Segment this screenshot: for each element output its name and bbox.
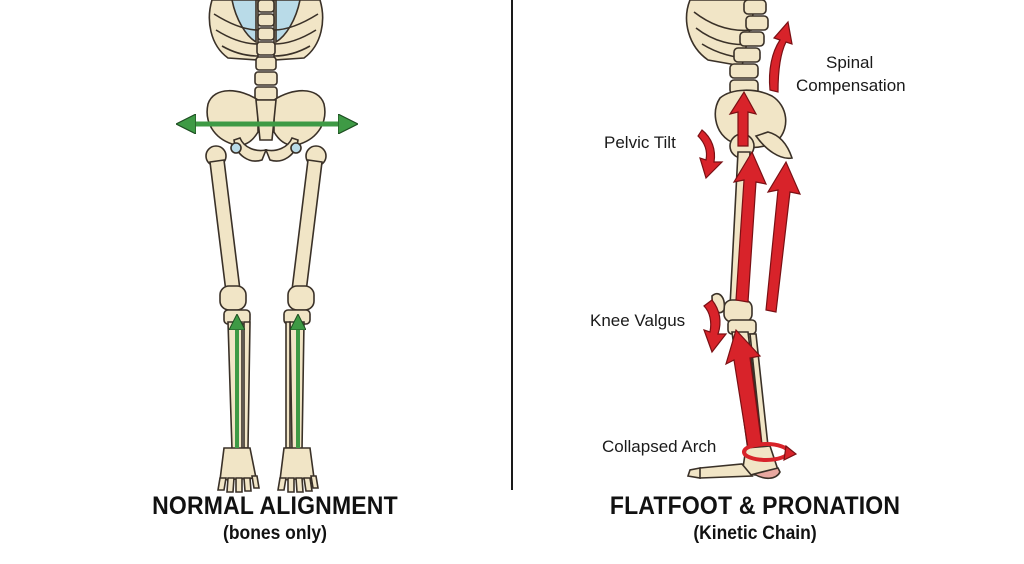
panel-divider [511, 0, 513, 490]
left-panel-subtitle: (bones only) [223, 523, 327, 544]
spine [729, 0, 769, 95]
flatfoot-caption: FLATFOOT & PRONATION (Kinetic Chain) [575, 492, 935, 545]
compensation-arrows [697, 20, 802, 462]
shins [227, 321, 305, 451]
pelvic-up-arrow [728, 90, 758, 147]
knee-valgus-arrow [703, 299, 728, 354]
femur-chain-arrow [732, 150, 768, 303]
spinal-label-line2: Compensation [796, 76, 906, 95]
rib-cage [208, 0, 324, 61]
knees [219, 285, 315, 325]
spinal-compensation-arrow [768, 20, 793, 93]
pelvic-tilt-arrow [697, 129, 724, 180]
knee [711, 292, 757, 335]
shin-chain-arrow [725, 328, 763, 449]
feet [217, 447, 319, 493]
right-panel-title: FLATFOOT & PRONATION [609, 492, 901, 520]
collapsed-arch-label: Collapsed Arch [602, 437, 717, 456]
pelvic-tilt-label: Pelvic Tilt [604, 133, 676, 152]
rear-chain-arrow [765, 160, 802, 313]
spine [254, 0, 278, 101]
right-panel-subtitle: (Kinetic Chain) [693, 523, 817, 544]
normal-alignment-arrows [186, 124, 348, 448]
normal-skeleton-front [205, 0, 327, 493]
femurs [205, 145, 327, 293]
spinal-compensation-label: Spinal [826, 52, 936, 74]
knee-valgus-label: Knee Valgus [590, 311, 686, 330]
left-panel-title: NORMAL ALIGNMENT [152, 492, 398, 520]
arch-rotation-arrowhead [783, 444, 798, 462]
pelvis [714, 89, 794, 160]
spinal-label-line1: Spinal [826, 53, 874, 72]
spinal-compensation-label-line2: Compensation [796, 75, 936, 97]
normal-alignment-caption: NORMAL ALIGNMENT (bones only) [110, 492, 440, 545]
